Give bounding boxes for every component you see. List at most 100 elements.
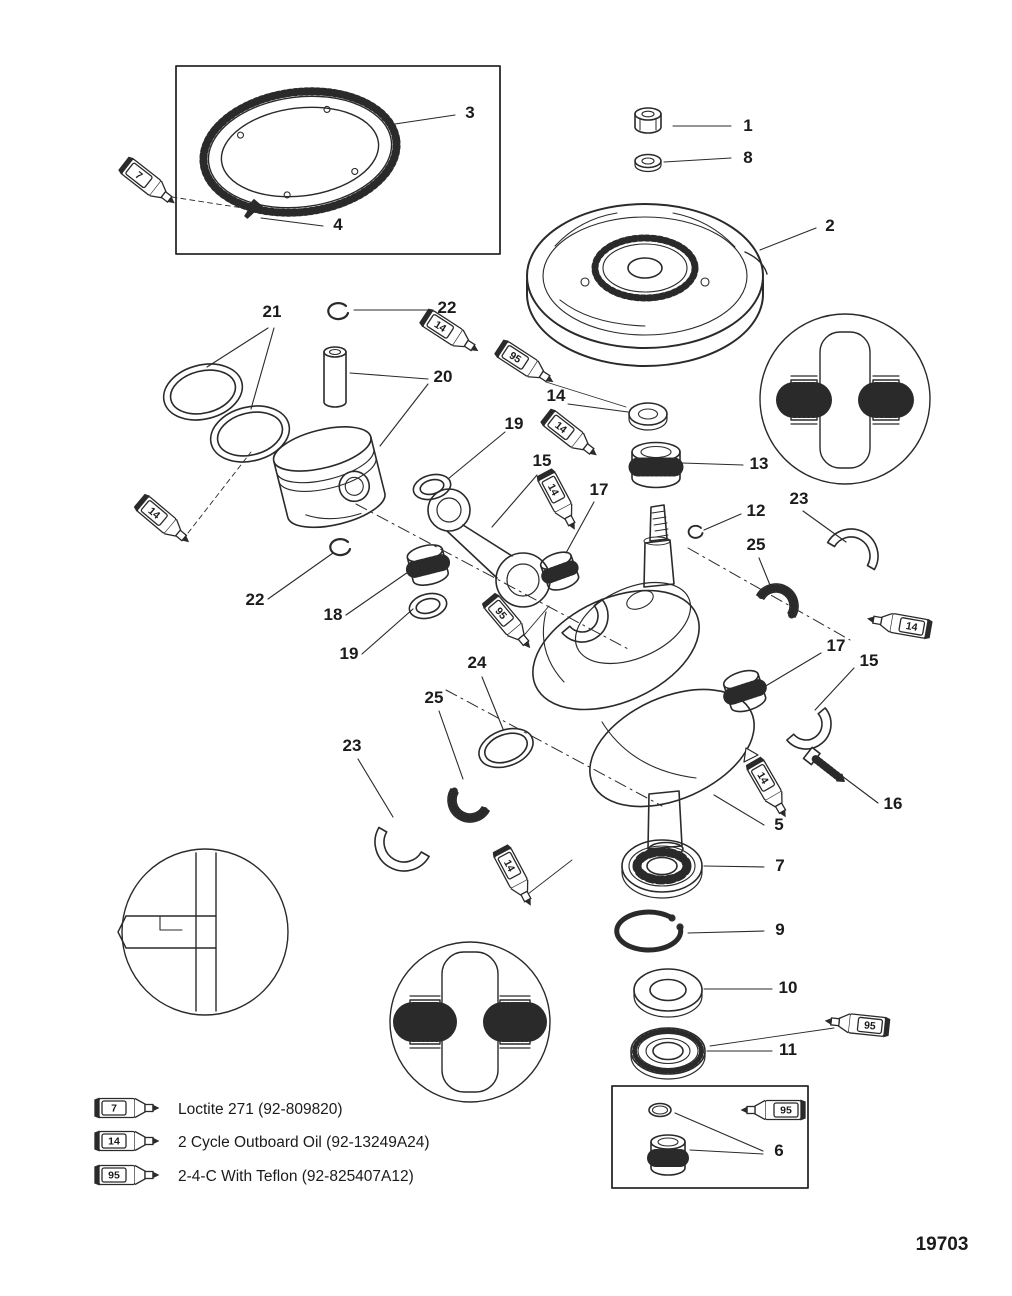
shell-23-left <box>374 826 430 872</box>
callout-25-left: 25 <box>425 688 444 707</box>
tube-label: 95 <box>507 350 523 367</box>
legend: 7 Loctite 271 (92-809820) 14 2 Cycle Out… <box>94 1097 430 1186</box>
circlip-9 <box>614 909 684 953</box>
callout-7: 7 <box>775 856 784 875</box>
tube-14-rod-small-end: 14 <box>535 467 584 534</box>
callout-11: 11 <box>779 1040 797 1059</box>
tube-14-crank-pin: 14 <box>744 756 794 822</box>
flywheel-2 <box>526 203 768 367</box>
circlip-22-bottom <box>329 538 352 557</box>
tube-label: 14 <box>108 1136 120 1148</box>
tube-7-ring-gear: 7 <box>117 155 181 211</box>
tube-label: 7 <box>111 1103 117 1115</box>
callout-23-left: 23 <box>343 736 362 755</box>
callout-15-left: 15 <box>533 451 552 470</box>
washer-14 <box>628 402 668 431</box>
callout-21: 21 <box>263 302 282 321</box>
tube-14-upper-bearing: 14 <box>539 407 603 463</box>
bearing-detail-circle-bottom <box>389 941 551 1103</box>
callout-22-bottom: 22 <box>246 590 265 609</box>
legend-tube-14: 14 <box>94 1130 159 1152</box>
tube-label: 95 <box>863 1019 876 1032</box>
legend-text-outboard-oil: 2 Cycle Outboard Oil (92-13249A24) <box>178 1134 430 1151</box>
callout-17-right: 17 <box>827 636 846 655</box>
ring-19-bottom <box>408 592 448 620</box>
callout-5: 5 <box>774 815 783 834</box>
ring-gear-box <box>175 65 501 255</box>
callout-19-bottom: 19 <box>340 644 359 663</box>
callout-22-top: 22 <box>438 298 457 317</box>
callout-4: 4 <box>333 215 343 234</box>
flywheel-nut-1 <box>634 107 662 134</box>
ball-bearing-7 <box>621 839 703 899</box>
legend-item-outboard-oil: 14 2 Cycle Outboard Oil (92-13249A24) <box>94 1130 430 1152</box>
tube-14-wrist-pin: 14 <box>418 307 483 359</box>
shell-15-right <box>786 707 832 750</box>
washer-10 <box>633 968 703 1018</box>
tube-label: 14 <box>754 770 770 786</box>
tube-14-piston: 14 <box>132 492 195 550</box>
callout-14: 14 <box>547 386 566 405</box>
tube-label: 14 <box>501 858 517 874</box>
callout-1: 1 <box>743 116 752 135</box>
tube-14-crank-right: 14 <box>866 608 933 640</box>
callout-8: 8 <box>743 148 752 167</box>
callout-16: 16 <box>884 794 903 813</box>
piston-20 <box>272 426 386 529</box>
callout-20: 20 <box>434 367 453 386</box>
callout-24: 24 <box>468 653 487 672</box>
callout-2: 2 <box>825 216 834 235</box>
legend-text-teflon: 2-4-C With Teflon (92-825407A12) <box>178 1168 414 1185</box>
cage-half-25-left <box>447 787 490 823</box>
wrist-pin-20 <box>323 346 347 408</box>
shell-23-right <box>826 528 879 571</box>
callout-12: 12 <box>747 501 766 520</box>
tube-95-oil-seal: 95 <box>824 1010 891 1038</box>
circlip-22-top <box>327 302 350 321</box>
ring-19-top <box>412 473 452 501</box>
callout-23-right: 23 <box>790 489 809 508</box>
needle-cage-17-right <box>722 669 767 713</box>
callout-25-right: 25 <box>747 535 766 554</box>
callout-13: 13 <box>750 454 769 473</box>
tube-14-lower-bearing: 14 <box>491 843 540 910</box>
leader-lines <box>206 114 879 1155</box>
screw-4 <box>244 199 263 219</box>
callout-17-left: 17 <box>590 480 609 499</box>
legend-item-loctite: 7 Loctite 271 (92-809820) <box>94 1097 343 1119</box>
callout-9: 9 <box>775 920 784 939</box>
tube-95-rod-big-end: 95 <box>480 591 538 654</box>
callout-numbers: 1 8 2 3 4 21 22 20 14 19 15 17 13 12 23 … <box>246 103 903 1160</box>
legend-tube-7: 7 <box>94 1097 159 1119</box>
needle-cage-17-left <box>539 551 580 591</box>
callout-10: 10 <box>779 978 798 997</box>
piston-rings-21 <box>162 363 291 463</box>
bearing-detail-circle-right <box>759 313 931 485</box>
tube-label: 14 <box>545 482 561 498</box>
callout-3: 3 <box>465 103 474 122</box>
seal-kit-box-6 <box>611 1085 809 1189</box>
legend-item-teflon: 95 2-4-C With Teflon (92-825407A12) <box>94 1164 414 1186</box>
callout-19-top: 19 <box>505 414 524 433</box>
drawing-number: 19703 <box>916 1234 969 1255</box>
sealant-tubes: 7 14 95 14 14 14 95 14 <box>117 155 933 1121</box>
crankshaft-5 <box>532 504 755 857</box>
needle-cage-18 <box>405 544 451 586</box>
grease-dab-cone <box>743 747 759 763</box>
needle-bearing-13 <box>628 441 684 489</box>
rod-cap-15 <box>561 598 609 643</box>
tube-95-bushing: 95 <box>741 1099 806 1121</box>
callout-6: 6 <box>774 1141 783 1160</box>
tube-label: 14 <box>432 319 448 336</box>
oil-seal-11 <box>630 1027 706 1080</box>
tube-label: 95 <box>780 1105 792 1117</box>
key-detail-circle <box>117 848 289 1016</box>
tube-label: 14 <box>905 620 919 634</box>
callout-18: 18 <box>324 605 343 624</box>
legend-text-loctite: Loctite 271 (92-809820) <box>178 1101 343 1118</box>
callout-15-right: 15 <box>860 651 879 670</box>
center-lines <box>355 503 851 807</box>
screw-16 <box>802 746 845 783</box>
